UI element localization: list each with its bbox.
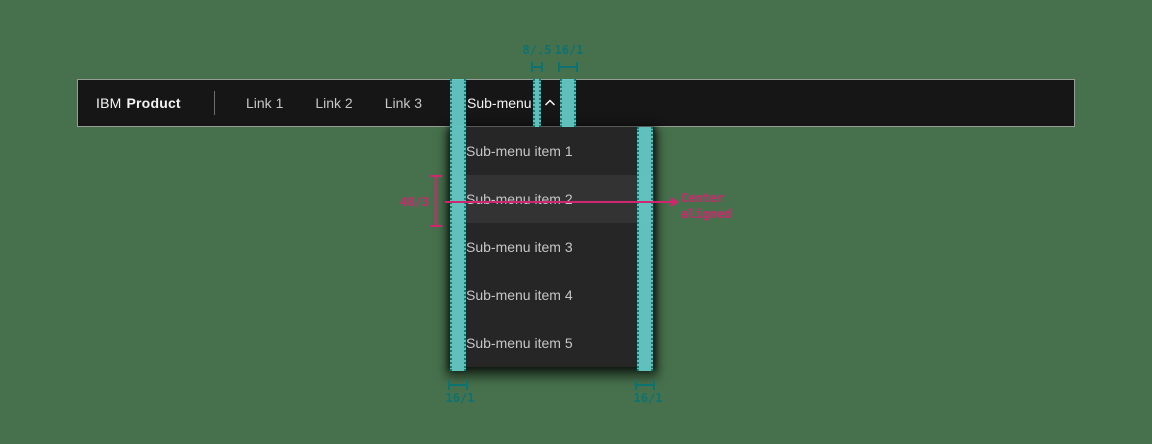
spacing-highlight-chevron-gap-8px xyxy=(533,79,541,127)
spacing-ruler-8px xyxy=(531,62,543,72)
spacing-highlight-menu-right-16px xyxy=(637,127,653,371)
item-height-ruler-48px xyxy=(430,175,442,227)
center-aligned-note-line2: aligned xyxy=(681,207,732,221)
spacing-label-16px-top: 16/1 xyxy=(554,43,584,57)
submenu-dropdown: Sub-menu item 1 Sub-menu item 2 Sub-menu… xyxy=(450,127,654,367)
nav-link-3[interactable]: Link 3 xyxy=(384,95,423,111)
center-aligned-note-line1: Center xyxy=(681,191,725,205)
spacing-ruler-16px-top xyxy=(558,62,578,72)
spacing-highlight-trigger-right-16px xyxy=(560,79,576,127)
item-height-label: 48/3 xyxy=(400,195,429,209)
spacing-highlight-menu-left-16px xyxy=(450,79,466,371)
spacing-label-8px: 8/.5 xyxy=(522,43,552,57)
spacing-label-16px-bottom-right: 16/1 xyxy=(633,391,663,405)
spacing-label-16px-bottom-left: 16/1 xyxy=(445,391,475,405)
brand-name: Product xyxy=(126,95,181,111)
center-aligned-note: Center aligned xyxy=(681,190,732,222)
header-divider xyxy=(214,91,215,115)
submenu-trigger-label: Sub-menu xyxy=(467,95,532,111)
submenu-item-1[interactable]: Sub-menu item 1 xyxy=(466,143,573,159)
spacing-ruler-16px-bottom-right xyxy=(635,380,655,390)
center-align-arrowhead-icon xyxy=(671,197,679,207)
nav-link-1[interactable]: Link 1 xyxy=(246,95,284,111)
submenu-trigger[interactable]: Sub-menu xyxy=(451,80,578,126)
submenu-item-5[interactable]: Sub-menu item 5 xyxy=(466,335,573,351)
center-align-line xyxy=(445,201,672,203)
spacing-ruler-16px-bottom-left xyxy=(448,380,468,390)
submenu-item-2[interactable]: Sub-menu item 2 xyxy=(450,175,654,223)
top-nav-header: IBM Product Link 1 Link 2 Link 3 Sub-men… xyxy=(77,79,1075,127)
chevron-up-icon xyxy=(542,95,558,111)
nav-link-2[interactable]: Link 2 xyxy=(315,95,353,111)
submenu-item-4[interactable]: Sub-menu item 4 xyxy=(466,287,573,303)
brand-prefix: IBM xyxy=(96,95,122,111)
header-nav: Link 1 Link 2 Link 3 xyxy=(230,80,438,126)
header-brand[interactable]: IBM Product xyxy=(96,80,181,126)
submenu-item-3[interactable]: Sub-menu item 3 xyxy=(466,239,573,255)
